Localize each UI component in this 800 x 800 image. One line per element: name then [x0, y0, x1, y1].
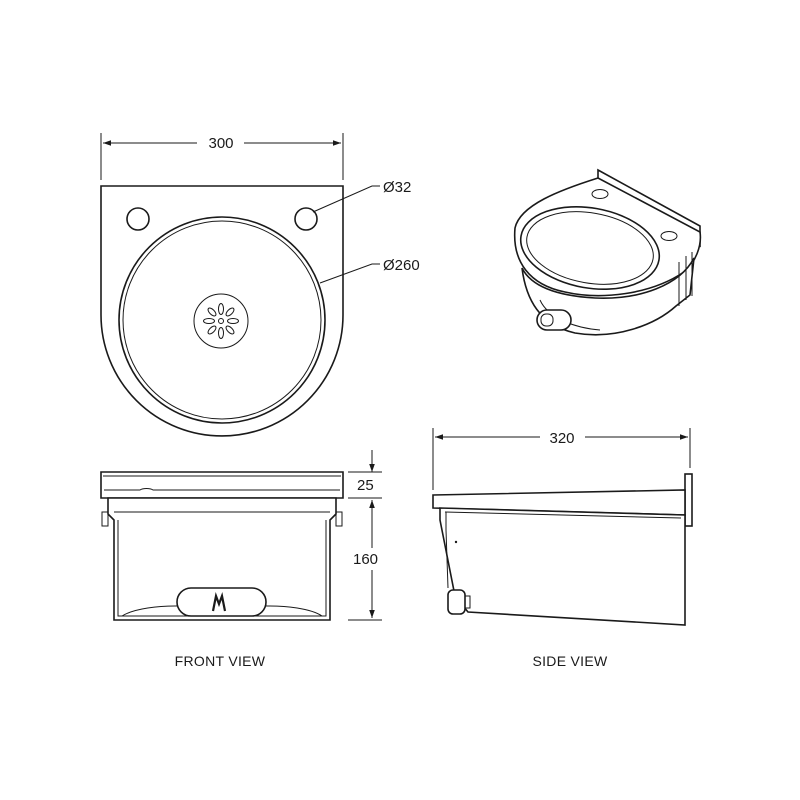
dimension-body-height: 160 [353, 551, 378, 568]
drain-icon [193, 293, 249, 349]
iso-bowl-inner [526, 211, 654, 285]
leader-bowl [319, 263, 380, 284]
sink-outline-plan [100, 185, 344, 437]
leader-hole [312, 185, 380, 213]
plan-view: 300 Ø32 Ø260 [100, 133, 420, 437]
front-view: 25 160 FRONT VIEW [100, 450, 382, 669]
bowl-inner [122, 220, 322, 420]
dimension-top-width: 300 [208, 135, 233, 152]
side-back-plate [684, 473, 693, 527]
iso-tap-hole-right [660, 231, 678, 241]
logo-icon [211, 592, 227, 612]
side-knee-button [447, 589, 466, 615]
bracket-right [335, 511, 343, 527]
isometric-view [513, 168, 702, 336]
bowl-outer [118, 216, 326, 424]
iso-knee-button [536, 309, 572, 331]
front-view-label: FRONT VIEW [175, 653, 266, 669]
iso-tap-hole-left [591, 189, 609, 199]
side-view-label: SIDE VIEW [532, 653, 608, 669]
dimension-hole-diameter: Ø32 [383, 179, 411, 196]
iso-bowl-rim [519, 205, 661, 291]
dimension-rim-height: 25 [357, 477, 374, 494]
side-body [439, 507, 686, 626]
front-rim [100, 471, 344, 499]
front-body [107, 497, 337, 621]
bracket-left [101, 511, 109, 527]
tap-hole-right [294, 207, 318, 231]
side-view: 320 SIDE VIEW [432, 428, 693, 669]
dimension-bowl-diameter: Ø260 [383, 257, 420, 274]
tap-hole-left [126, 207, 150, 231]
front-knee-button [176, 587, 267, 617]
dimension-side-depth: 320 [549, 430, 574, 447]
